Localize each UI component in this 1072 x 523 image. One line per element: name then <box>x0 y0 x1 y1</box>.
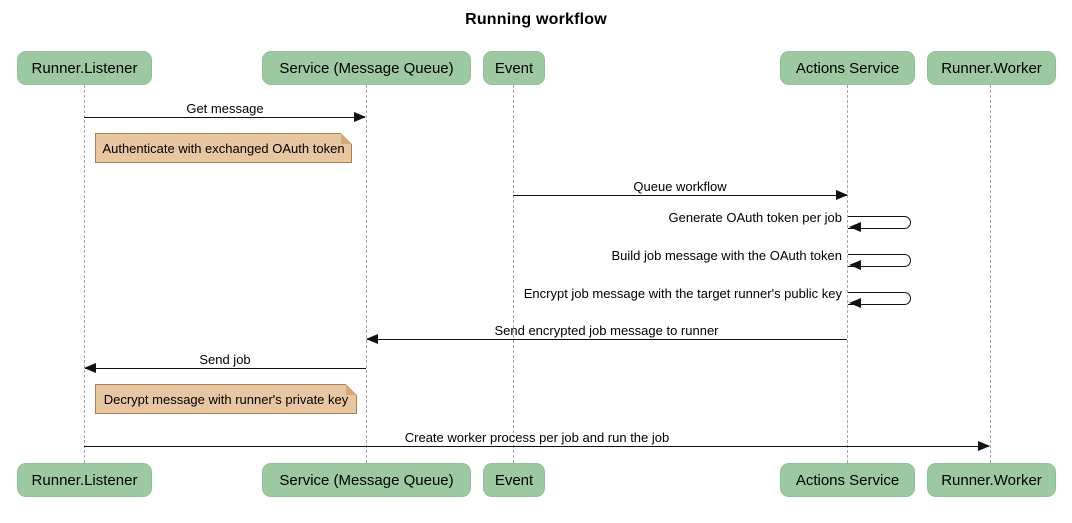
message-label-build-job-message: Build job message with the OAuth token <box>611 248 842 263</box>
message-label-send-encrypted: Send encrypted job message to runner <box>494 323 719 338</box>
self-loop-generate-oauth-token <box>848 216 911 229</box>
note-decrypt: Decrypt message with runner's private ke… <box>95 384 357 414</box>
actor-bottom-service-message-queue: Service (Message Queue) <box>262 463 471 497</box>
arrowhead-left <box>849 260 861 270</box>
note-text: Decrypt message with runner's private ke… <box>103 391 349 407</box>
actor-top-runner-worker: Runner.Worker <box>927 51 1056 85</box>
arrowhead-left <box>849 298 861 308</box>
actor-bottom-runner-listener: Runner.Listener <box>17 463 152 497</box>
note-text: Authenticate with exchanged OAuth token <box>102 140 345 156</box>
diagram-title: Running workflow <box>465 11 607 28</box>
arrowhead-right <box>836 190 848 200</box>
self-loop-encrypt-job-message <box>848 292 911 305</box>
actor-top-actions-service: Actions Service <box>780 51 915 85</box>
message-line-queue-workflow <box>513 195 847 196</box>
actor-bottom-runner-worker: Runner.Worker <box>927 463 1056 497</box>
actor-bottom-actions-service: Actions Service <box>780 463 915 497</box>
message-line-get-message <box>84 117 365 118</box>
message-label-create-worker: Create worker process per job and run th… <box>404 430 670 445</box>
message-label-encrypt-job-message: Encrypt job message with the target runn… <box>523 286 842 301</box>
self-loop-build-job-message <box>848 254 911 267</box>
message-line-create-worker <box>84 446 989 447</box>
actor-top-service-message-queue: Service (Message Queue) <box>262 51 471 85</box>
lifeline-service-message-queue <box>366 85 367 463</box>
arrowhead-right <box>354 112 366 122</box>
arrowhead-right <box>978 441 990 451</box>
actor-top-runner-listener: Runner.Listener <box>17 51 152 85</box>
message-line-send-encrypted <box>367 339 847 340</box>
arrowhead-left <box>849 222 861 232</box>
message-line-send-job <box>85 368 366 369</box>
message-label-queue-workflow: Queue workflow <box>633 179 727 194</box>
message-label-get-message: Get message <box>186 101 264 116</box>
arrowhead-left <box>84 363 96 373</box>
lifeline-actions-service <box>847 85 848 463</box>
note-authenticate: Authenticate with exchanged OAuth token <box>95 133 352 163</box>
lifeline-event <box>513 85 514 463</box>
arrowhead-left <box>366 334 378 344</box>
message-label-generate-oauth-token: Generate OAuth token per job <box>668 210 842 225</box>
actor-top-event: Event <box>483 51 545 85</box>
message-label-send-job: Send job <box>199 352 251 367</box>
lifeline-runner-worker <box>990 85 991 463</box>
lifeline-runner-listener <box>84 85 85 463</box>
actor-bottom-event: Event <box>483 463 545 497</box>
